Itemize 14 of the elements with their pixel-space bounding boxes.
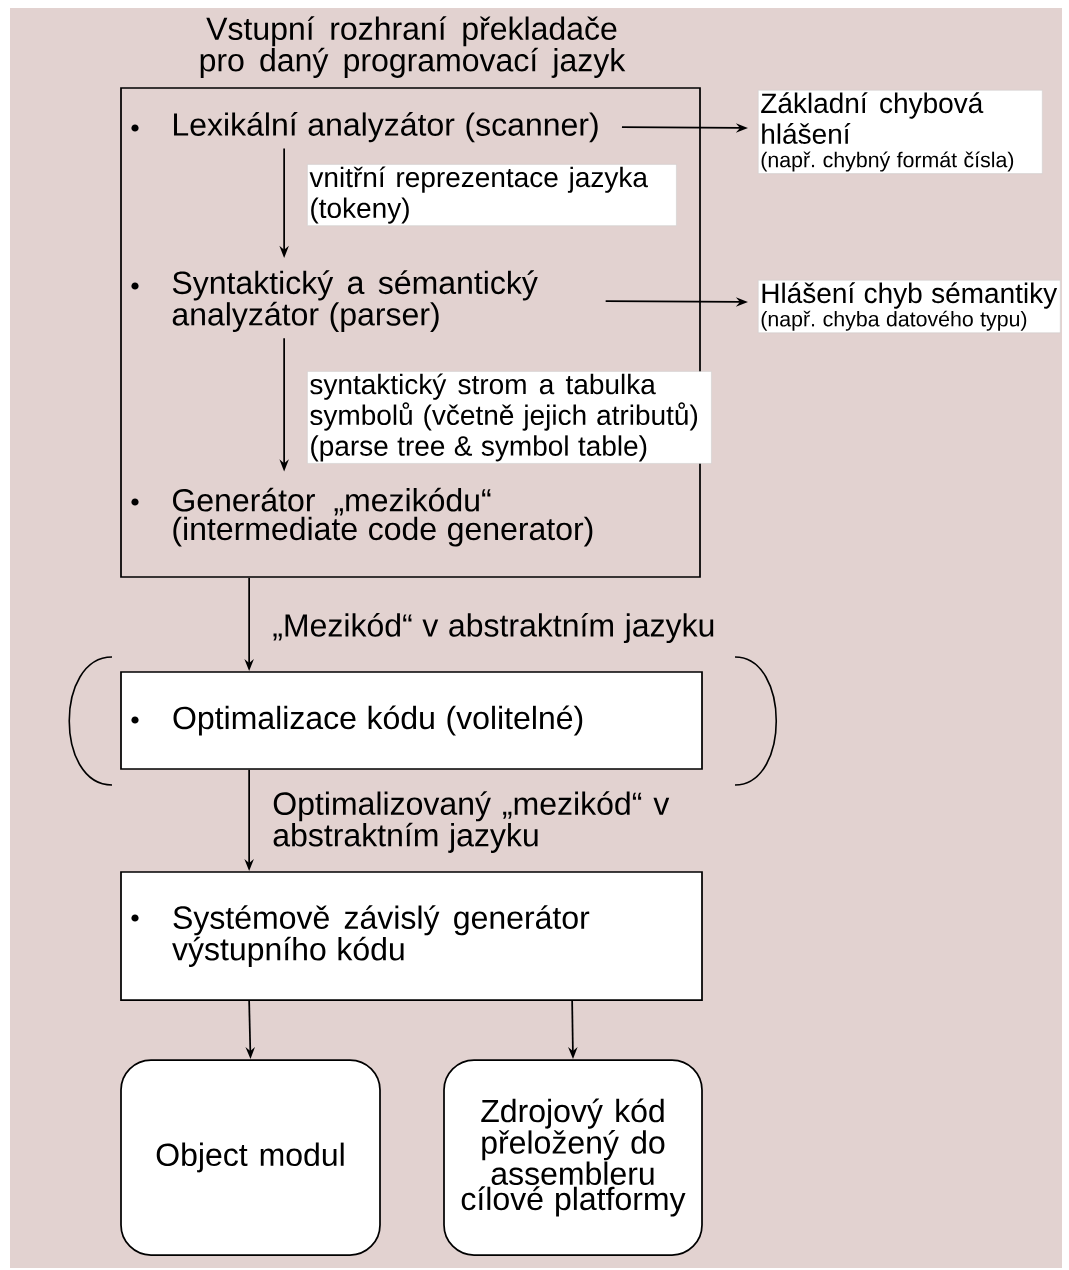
output-box: Object modul bbox=[120, 1059, 381, 1256]
note-box: syntaktický strom a tabulka symbolů (včetně jejich atributů) (parse tree & symbol table) bbox=[307, 371, 712, 464]
note-box: vnitřní reprezentace jazyka (tokeny) bbox=[307, 164, 677, 226]
process-box: Optimalizace kódu (volitelné) bbox=[120, 671, 703, 770]
edge-label: Optimalizovaný „mezikód“ v abstraktním jazyku bbox=[273, 791, 670, 853]
stage-label: Generátor „mezikódu“ (intermediate code generator) bbox=[173, 487, 593, 547]
process-box: Systémově závislý generátor výstupního kódu bbox=[120, 871, 703, 1001]
note-box: Základní chybová hlášení (např. chybný formát čísla) bbox=[758, 90, 1043, 174]
edge-label: „Mezikód“ v abstraktním jazyku bbox=[273, 612, 714, 644]
output-box: Zdrojový kód přeložený do assembleru cílové platformy bbox=[443, 1059, 703, 1256]
stage-label: Syntaktický a sémantický analyzátor (parser) bbox=[172, 270, 538, 332]
heading: Vstupní rozhraní překladače pro daný programovací jazyk bbox=[200, 16, 626, 78]
note-box: Hlášení chyb sémantiky (např. chyba datového typu) bbox=[758, 280, 1061, 334]
stage-label: Lexikální analyzátor (scanner) bbox=[174, 112, 598, 143]
